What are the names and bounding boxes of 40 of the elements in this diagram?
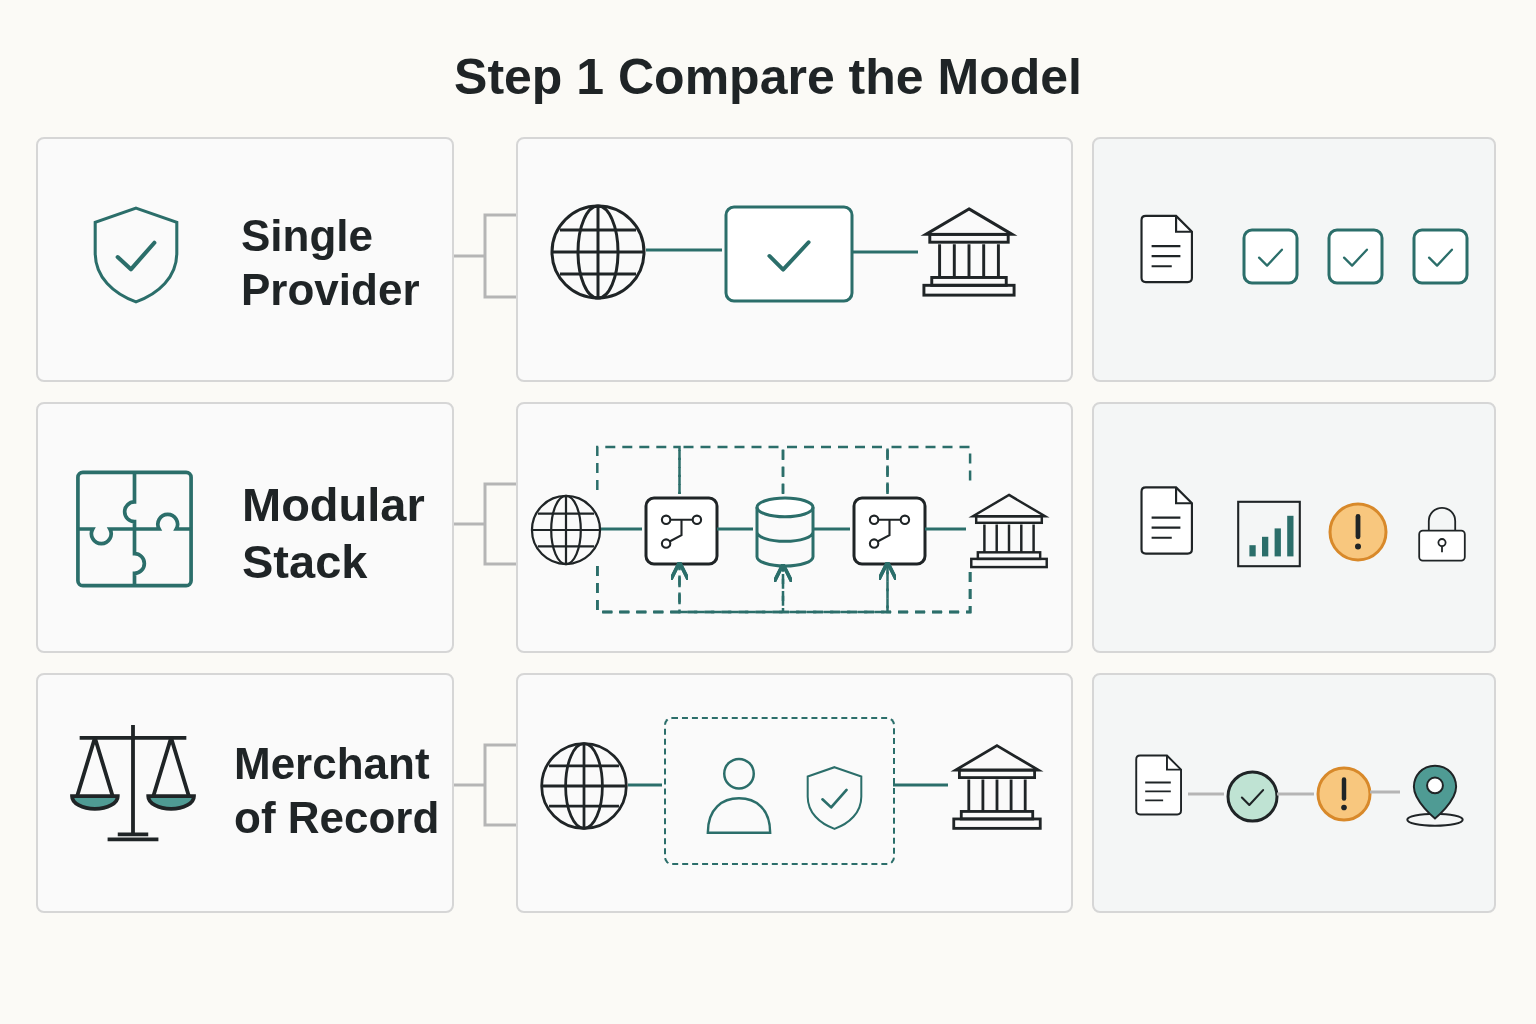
flow-panel (516, 402, 1073, 653)
bracket-connector (452, 743, 518, 827)
bracket-connector (452, 482, 518, 566)
database-icon (755, 496, 815, 568)
connector-line (717, 527, 753, 531)
check-circle (1226, 770, 1279, 823)
icon-panel (1092, 402, 1496, 653)
connector-line (852, 250, 918, 254)
flow-panel (516, 137, 1073, 382)
model-card (36, 137, 454, 382)
router-box (852, 496, 927, 566)
globe-icon (538, 740, 630, 832)
title: Step 1 Compare the Model (453, 48, 1083, 106)
connector-line (1277, 792, 1314, 796)
router-box (644, 496, 719, 566)
arrow (877, 560, 972, 614)
icon-panel (1092, 673, 1496, 913)
dashed-group-box (664, 717, 895, 865)
connector-line (781, 445, 889, 494)
globe-icon (529, 492, 603, 568)
model-card (36, 402, 454, 653)
flow-panel (516, 673, 1073, 913)
model-card (36, 673, 454, 913)
model-name: Merchant of Record (234, 738, 441, 844)
connector-line (886, 445, 972, 494)
connector-line (893, 783, 948, 787)
connector-line (1188, 792, 1224, 796)
icon-panel (1092, 137, 1496, 382)
model-name: Modular Stack (242, 477, 426, 591)
connector-line (1370, 790, 1400, 794)
model-name: Single Provider (241, 210, 421, 316)
connector-line (925, 527, 966, 531)
connector-line (813, 527, 850, 531)
connector-line (646, 248, 722, 252)
check-box (724, 205, 854, 303)
connector-line (601, 527, 642, 531)
bracket-connector (452, 213, 518, 299)
connector-line (628, 783, 662, 787)
warning-circle (1316, 766, 1372, 822)
globe-icon (548, 202, 648, 302)
